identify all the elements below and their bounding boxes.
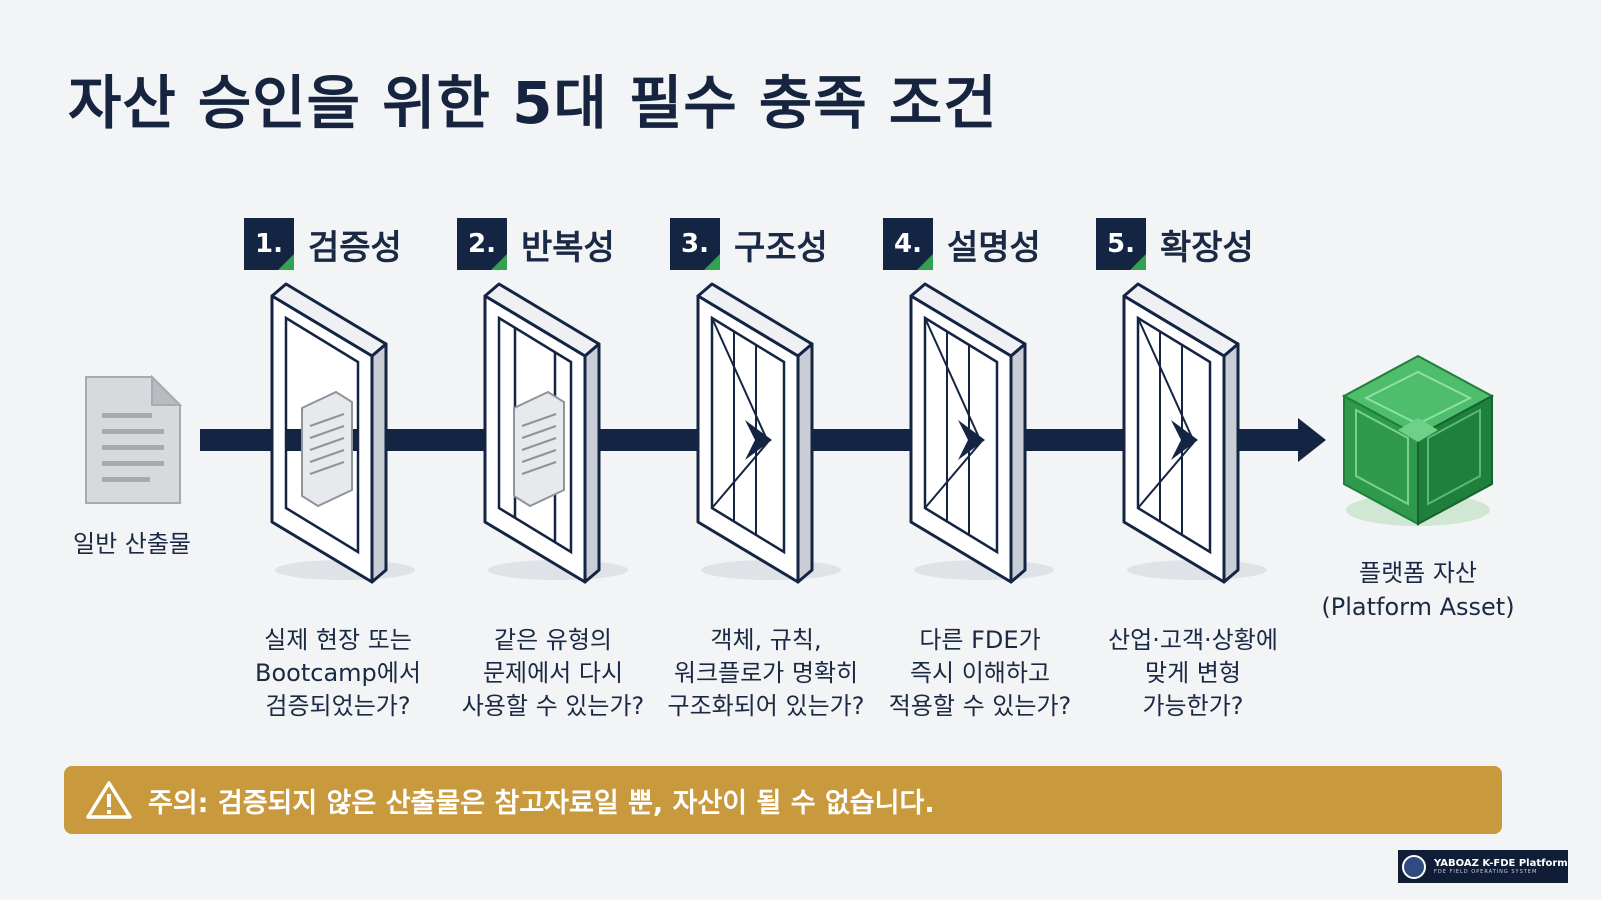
step-header-1: 1. 검증성 — [244, 218, 402, 270]
page-title: 자산 승인을 위한 5대 필수 충족 조건 — [68, 69, 998, 137]
mini-document-icon-2 — [513, 391, 565, 507]
warning-banner: 주의: 검증되지 않은 산출물은 참고자료일 뿐, 자산이 될 수 없습니다. — [64, 766, 1502, 834]
step-name-2: 반복성 — [521, 227, 615, 268]
warning-triangle-icon — [86, 781, 132, 819]
step-name-4: 설명성 — [947, 227, 1041, 268]
chevron-arrow-4 — [958, 420, 985, 460]
chevron-arrow-5 — [1171, 420, 1198, 460]
document-icon — [85, 374, 183, 504]
green-cube-icon — [1341, 354, 1495, 526]
step-name-1: 검증성 — [308, 227, 402, 268]
step-number-2: 2. — [457, 218, 507, 270]
step-number-5: 5. — [1096, 218, 1146, 270]
brand-subtitle: FDE FIELD OPERATING SYSTEM — [1434, 869, 1538, 875]
step-number-4: 4. — [883, 218, 933, 270]
target-label-line2: (Platform Asset) — [1321, 593, 1515, 621]
step-header-4: 4. 설명성 — [883, 218, 1041, 270]
brand-logo-icon — [1402, 854, 1426, 879]
step-name-3: 구조성 — [734, 227, 828, 268]
brand-name: YABOAZ K-FDE Platform — [1434, 858, 1568, 869]
brand-badge: YABOAZ K-FDE Platform FDE FIELD OPERATIN… — [1398, 850, 1568, 883]
warning-text: 주의: 검증되지 않은 산출물은 참고자료일 뿐, 자산이 될 수 없습니다. — [148, 787, 935, 819]
flow-arrowhead — [1298, 418, 1326, 462]
chevron-arrow-3 — [745, 420, 772, 460]
target-label: 플랫폼 자산 (Platform Asset) — [1318, 556, 1518, 624]
step-number-3: 3. — [670, 218, 720, 270]
step-name-5: 확장성 — [1160, 227, 1254, 268]
step-header-3: 3. 구조성 — [670, 218, 828, 270]
step-header-2: 2. 반복성 — [457, 218, 615, 270]
target-label-line1: 플랫폼 자산 — [1358, 559, 1478, 587]
step-number-1: 1. — [244, 218, 294, 270]
source-label: 일반 산출물 — [72, 530, 192, 558]
step-header-5: 5. 확장성 — [1096, 218, 1254, 270]
mini-document-icon-1 — [301, 391, 353, 507]
flow-diagram — [85, 282, 1495, 584]
